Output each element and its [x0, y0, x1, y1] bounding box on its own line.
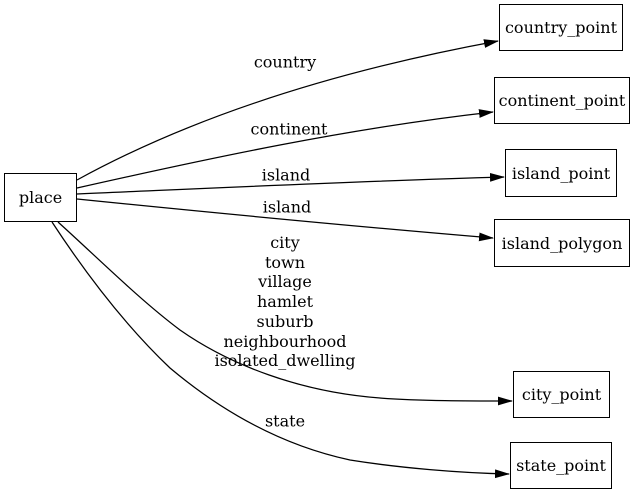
edge-place-island-point [76, 172, 505, 195]
edge-place-country-point [76, 39, 499, 181]
edge-label-city: city [270, 233, 300, 252]
edge-label-suburb: suburb [256, 311, 314, 331]
edge-place-state-point [51, 221, 510, 479]
node-place: place [4, 173, 77, 222]
node-island-polygon-label: island_polygon [501, 233, 623, 253]
node-country-point: country_point [499, 4, 623, 51]
node-state-point: state_point [510, 442, 612, 489]
node-island-polygon: island_polygon [494, 219, 630, 267]
edge-label-village: village [258, 272, 312, 292]
edge-label-hamlet: hamlet [256, 292, 314, 312]
node-continent-point: continent_point [494, 77, 630, 124]
edge-place-city-point [57, 221, 513, 406]
edge-place-island-polygon [76, 198, 494, 242]
edge-label-island-1: island [261, 165, 311, 185]
edge-label-city-group: city town village hamlet suburb neighbou… [214, 233, 355, 371]
edge-place-continent-point [76, 109, 494, 189]
edge-label-island-2: island [262, 197, 312, 217]
node-state-point-label: state_point [516, 456, 606, 475]
node-place-label: place [18, 188, 63, 207]
edge-label-isolated-dwelling: isolated_dwelling [214, 351, 356, 371]
node-island-point: island_point [505, 149, 617, 197]
node-island-point-label: island_point [511, 163, 611, 183]
node-continent-point-label: continent_point [498, 91, 626, 110]
edge-label-state: state [264, 411, 306, 431]
edge-label-country: country [253, 52, 317, 72]
node-city-point-label: city_point [521, 385, 602, 404]
edge-label-continent: continent [250, 119, 328, 139]
node-country-point-label: country_point [504, 18, 618, 37]
edge-label-neighbourhood: neighbourhood [223, 331, 347, 351]
edge-label-town: town [264, 252, 306, 272]
node-city-point: city_point [513, 371, 610, 418]
